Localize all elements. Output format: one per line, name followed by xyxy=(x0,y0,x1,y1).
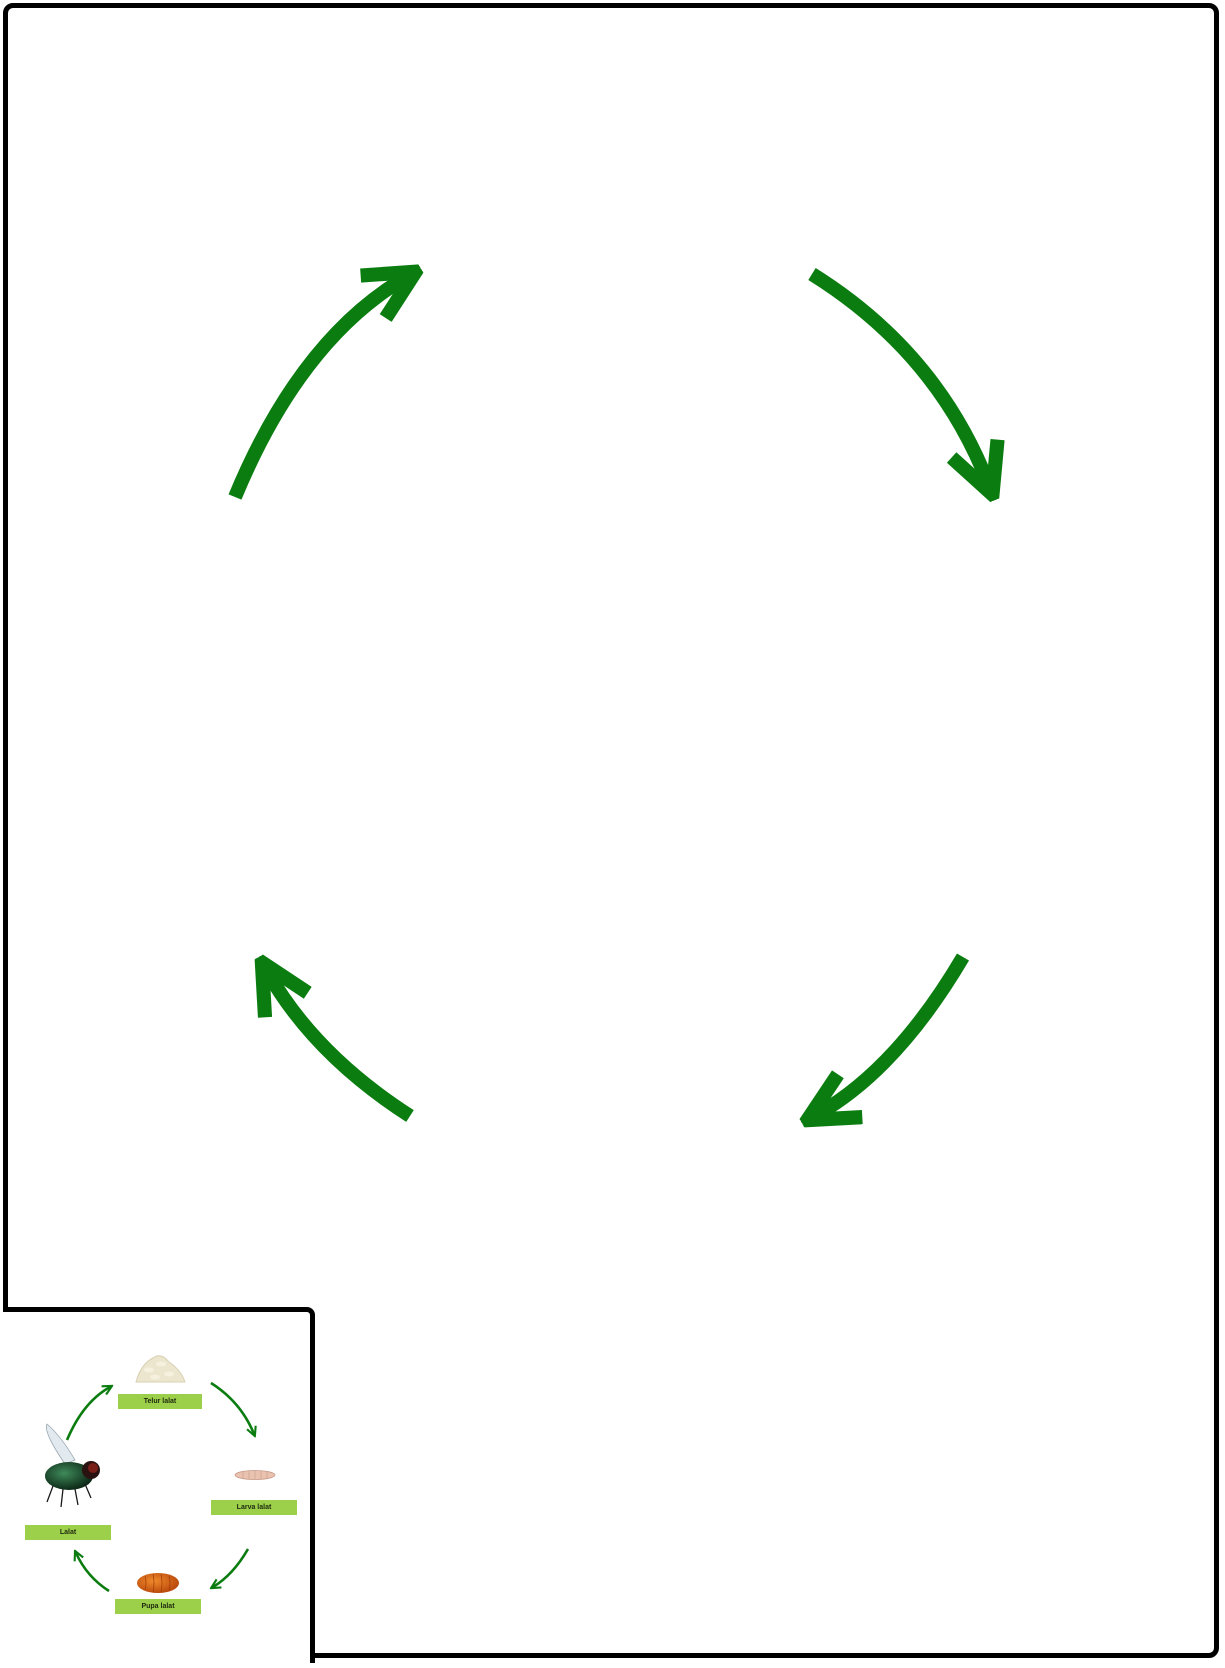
pupa-icon xyxy=(137,1573,179,1593)
example-arrow-egg-to-larva xyxy=(210,1381,254,1434)
example-arrow-pupa-to-adult xyxy=(76,1553,110,1593)
arrow-pupa-to-adult xyxy=(268,973,414,1122)
arrow-larva-to-pupa xyxy=(818,953,970,1114)
label-pupa: Pupa lalat xyxy=(115,1599,201,1614)
arrow-adult-to-egg xyxy=(228,278,405,500)
label-larva: Larva lalat xyxy=(211,1500,297,1515)
larva-icon xyxy=(234,1470,276,1480)
example-life-cycle-diagram xyxy=(45,1355,276,1593)
example-arrow-adult-to-egg xyxy=(65,1387,110,1441)
fly-eggs-icon xyxy=(135,1355,186,1383)
example-arrow-larva-to-pupa xyxy=(213,1548,250,1587)
label-egg: Telur lalat xyxy=(118,1394,202,1409)
arrow-egg-to-larva xyxy=(808,268,988,483)
label-adult: Lalat xyxy=(25,1525,111,1540)
fly-icon xyxy=(45,1423,100,1508)
example-life-cycle-panel: Telur lalat Larva lalat Pupa lalat Lalat xyxy=(3,1307,315,1663)
